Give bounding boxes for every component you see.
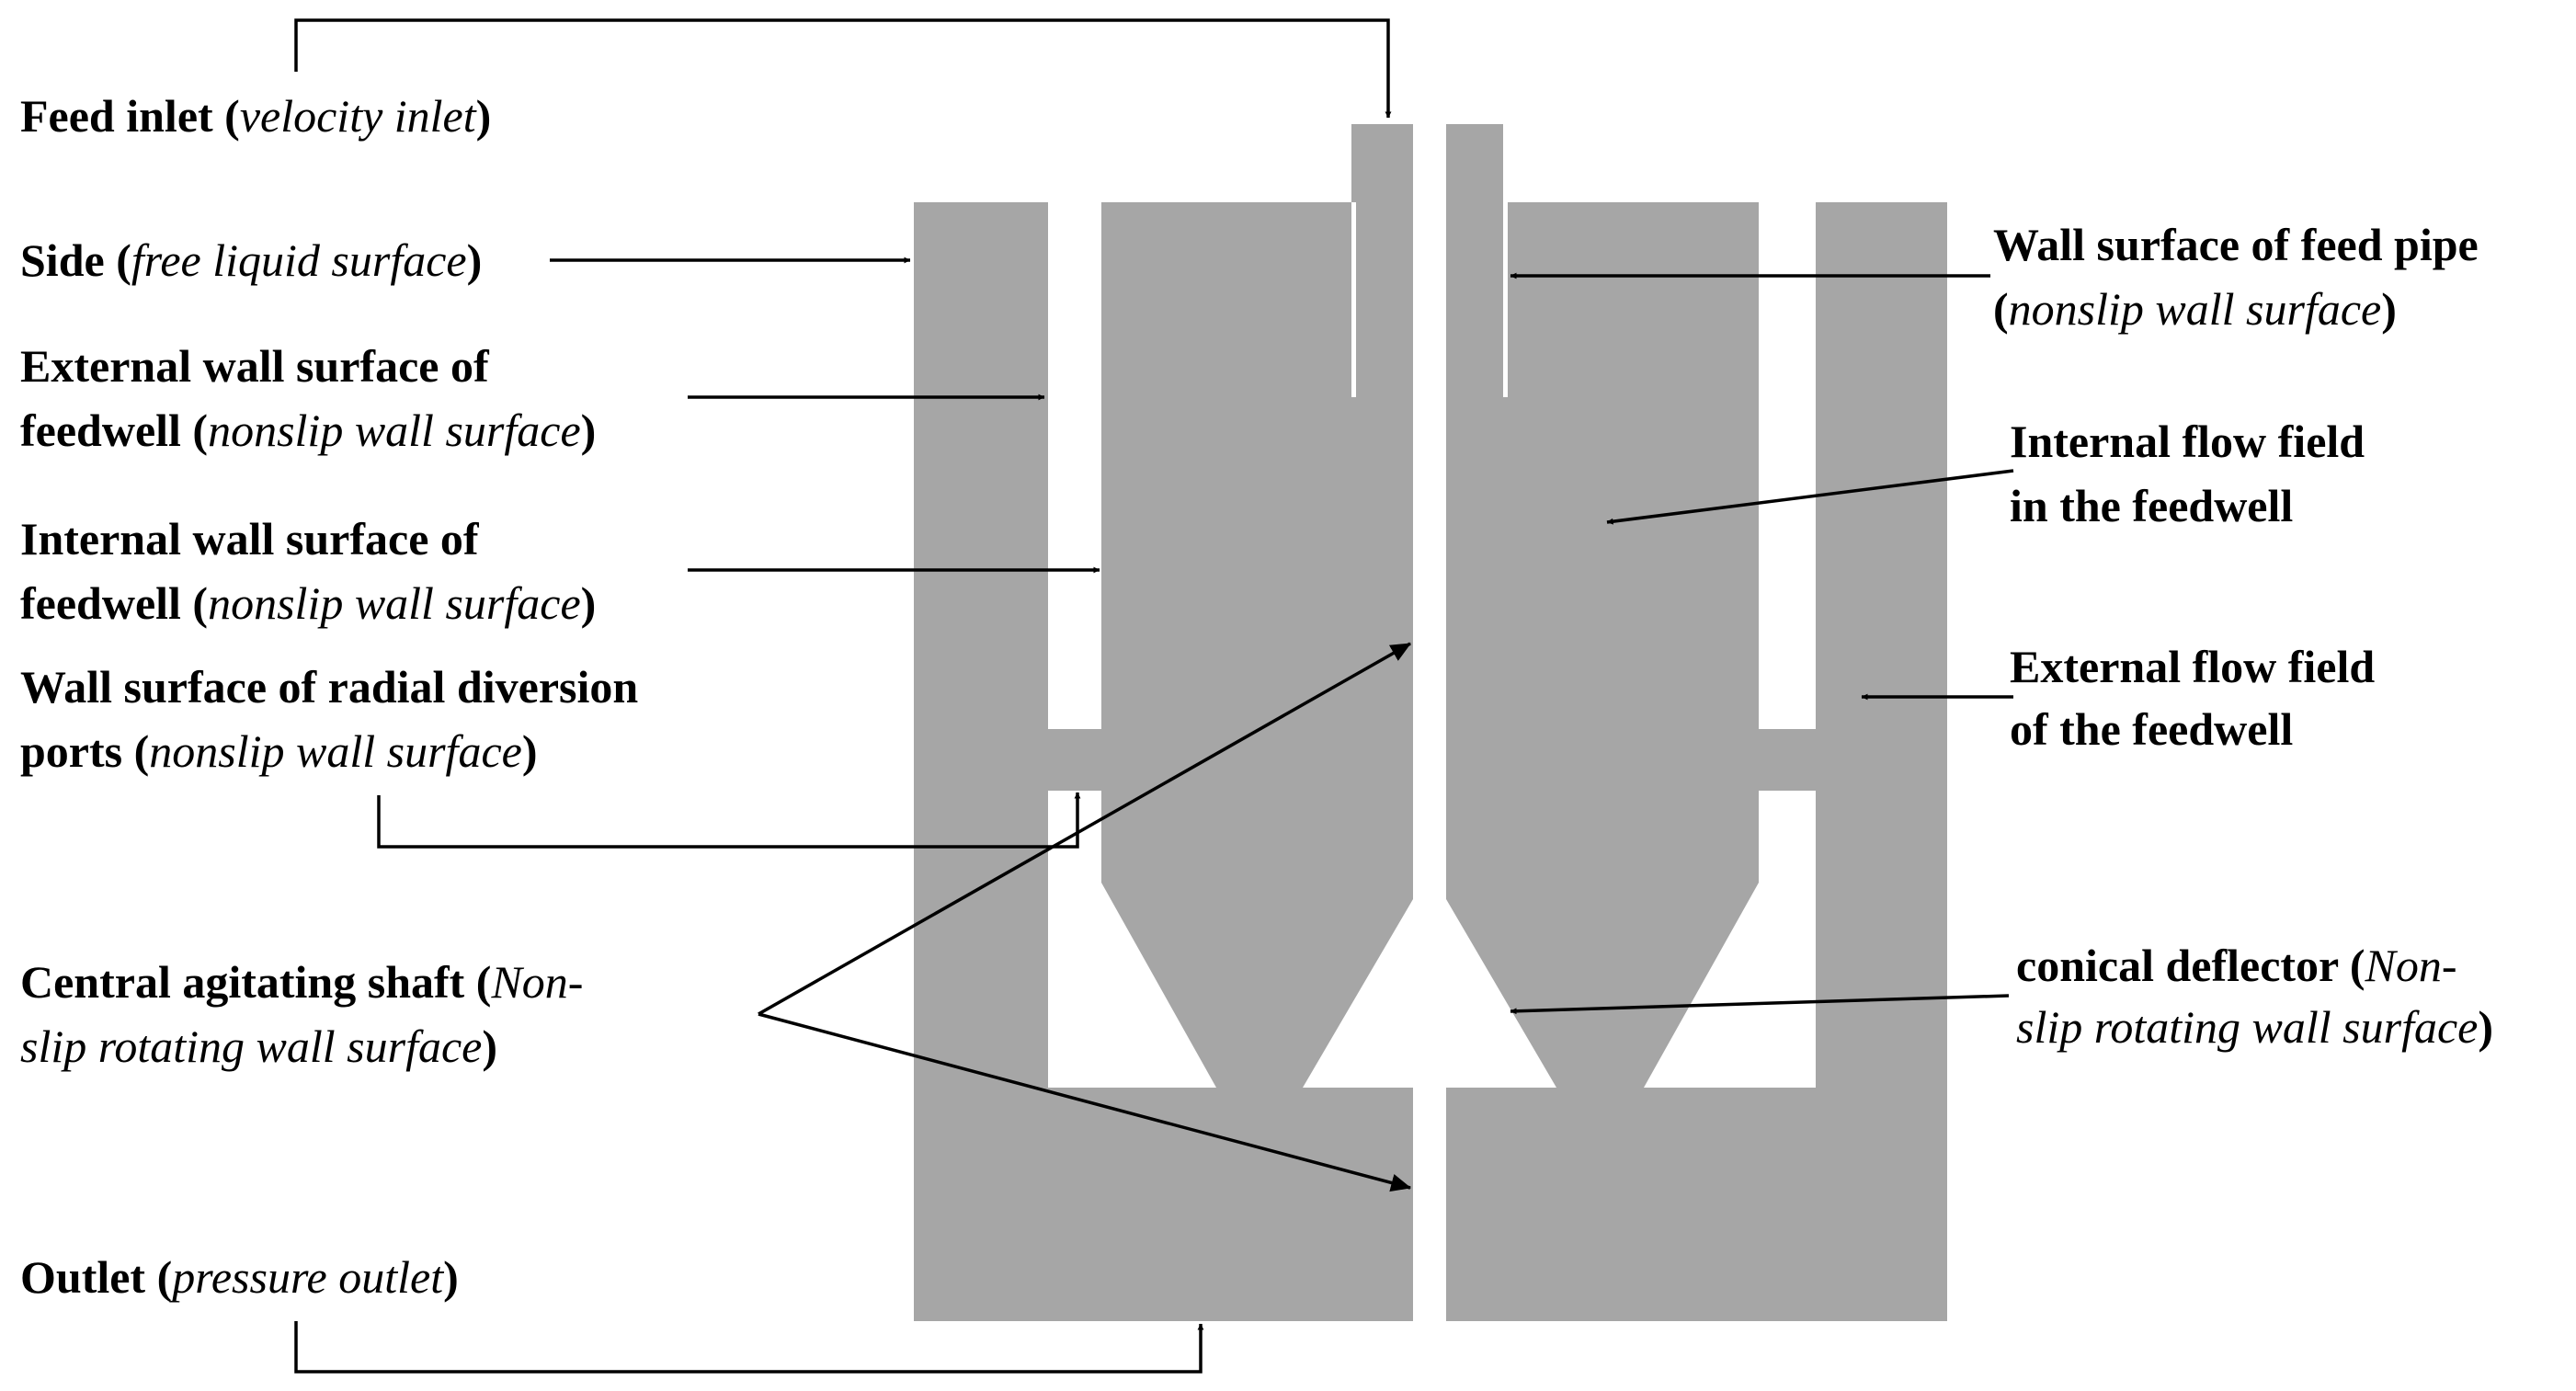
feed-pipe-wall-right <box>1503 202 1508 397</box>
right-fluid-domain <box>1446 124 1947 1321</box>
label-deflector: conical deflector (Non- slip rotating wa… <box>2016 940 2493 1053</box>
radial-ports-arrow <box>377 792 1081 849</box>
label-feed-pipe-wall: Wall surface of feed pipe (nonslip wall … <box>1993 219 2490 335</box>
left-fluid-domain <box>914 124 1413 1321</box>
label-feed-inlet: Feed inlet (velocity inlet) <box>20 90 491 142</box>
annotation-arrows <box>294 18 2014 1374</box>
label-outlet: Outlet (pressure outlet) <box>20 1251 459 1303</box>
feed-pipe-wall-left <box>1351 202 1356 397</box>
internal-flow-arrow <box>1606 469 2014 525</box>
label-external-wall: External wall surface of feedwell (nonsl… <box>20 340 596 456</box>
label-side: Side (free liquid surface) <box>20 234 482 286</box>
feed-inlet-arrow <box>294 18 1392 119</box>
deflector-arrow <box>1510 994 2010 1015</box>
flow-domain <box>914 124 1947 1321</box>
label-shaft: Central agitating shaft (Non- slip rotat… <box>20 956 595 1072</box>
label-internal-flow: Internal flow field in the feedwell <box>2010 416 2377 531</box>
shaft-arrow-upper <box>758 642 1411 1016</box>
label-internal-wall: Internal wall surface of feedwell (nonsl… <box>20 513 596 629</box>
outlet-arrow <box>294 1321 1204 1374</box>
label-external-flow: External flow field of the feedwell <box>2010 641 2387 755</box>
shaft-arrow-lower <box>758 1012 1412 1192</box>
label-radial-ports: Wall surface of radial diversion ports (… <box>20 661 650 777</box>
